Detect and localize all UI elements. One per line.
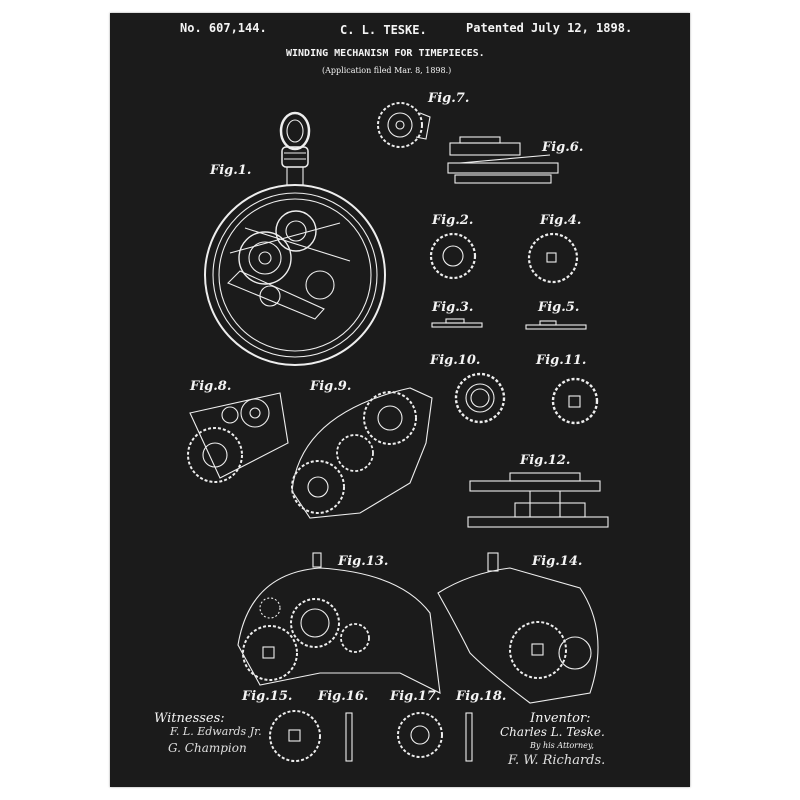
patent-number: No. 607,144.: [180, 21, 267, 35]
fig-1-label: Fig.1.: [210, 163, 252, 178]
fig-9-label: Fig.9.: [310, 379, 352, 394]
fig-10-label: Fig.10.: [430, 353, 481, 368]
inventor-label: Inventor:: [530, 711, 591, 726]
fig-6-section: [447, 136, 559, 184]
fig-7-label: Fig.7.: [428, 91, 470, 106]
fig-12-label: Fig.12.: [520, 453, 571, 468]
fig-14-label: Fig.14.: [532, 554, 583, 569]
patent-sheet: No. 607,144. C. L. TESKE. Patented July …: [110, 13, 690, 787]
fig-2-label: Fig.2.: [432, 213, 474, 228]
witnesses-label: Witnesses:: [154, 711, 225, 726]
fig-15-gear: [269, 710, 321, 762]
fig-14-mechanism: [437, 552, 599, 704]
fig-16-label: Fig.16.: [318, 689, 369, 704]
fig-9-mechanism: [291, 387, 433, 519]
inventor-name: C. L. TESKE.: [340, 23, 427, 37]
fig-16-part: [345, 712, 353, 762]
attorney-label: By his Attorney,: [530, 741, 594, 750]
fig-13-label: Fig.13.: [338, 554, 389, 569]
fig-11-gear: [551, 377, 599, 425]
fig-4-label: Fig.4.: [540, 213, 582, 228]
patent-drawings: [187, 102, 609, 762]
fig-15-label: Fig.15.: [242, 689, 293, 704]
patent-date: Patented July 12, 1898.: [466, 21, 633, 35]
fig-11-label: Fig.11.: [536, 353, 587, 368]
fig-3-label: Fig.3.: [432, 300, 474, 315]
witness-2-signature: G. Champion: [168, 741, 247, 755]
fig-5-label: Fig.5.: [538, 300, 580, 315]
patent-title: WINDING MECHANISM FOR TIMEPIECES.: [286, 48, 485, 59]
fig-6-label: Fig.6.: [542, 140, 584, 155]
fig-8-label: Fig.8.: [190, 379, 232, 394]
fig-7-gear: [377, 102, 431, 148]
inventor-signature: Charles L. Teske.: [500, 725, 605, 739]
fig-8-mechanism: [187, 392, 289, 483]
fig-13-mechanism: [237, 552, 441, 694]
fig-4-gear: [527, 232, 579, 284]
fig-17-gear: [397, 712, 443, 758]
fig-5-bar: [525, 320, 587, 330]
fig-18-label: Fig.18.: [456, 689, 507, 704]
attorney-signature: F. W. Richards.: [508, 753, 606, 768]
witness-1-signature: F. L. Edwards Jr.: [170, 725, 262, 738]
fig-18-part: [465, 712, 473, 762]
fig-1-pocket-watch: [204, 111, 386, 366]
fig-10-gear: [454, 372, 506, 424]
fig-3-bar: [431, 318, 483, 328]
fig-12-section: [467, 472, 609, 528]
fig-2-gear: [429, 232, 477, 280]
application-note: (Application filed Mar. 8, 1898.): [322, 66, 452, 75]
fig-17-label: Fig.17.: [390, 689, 441, 704]
